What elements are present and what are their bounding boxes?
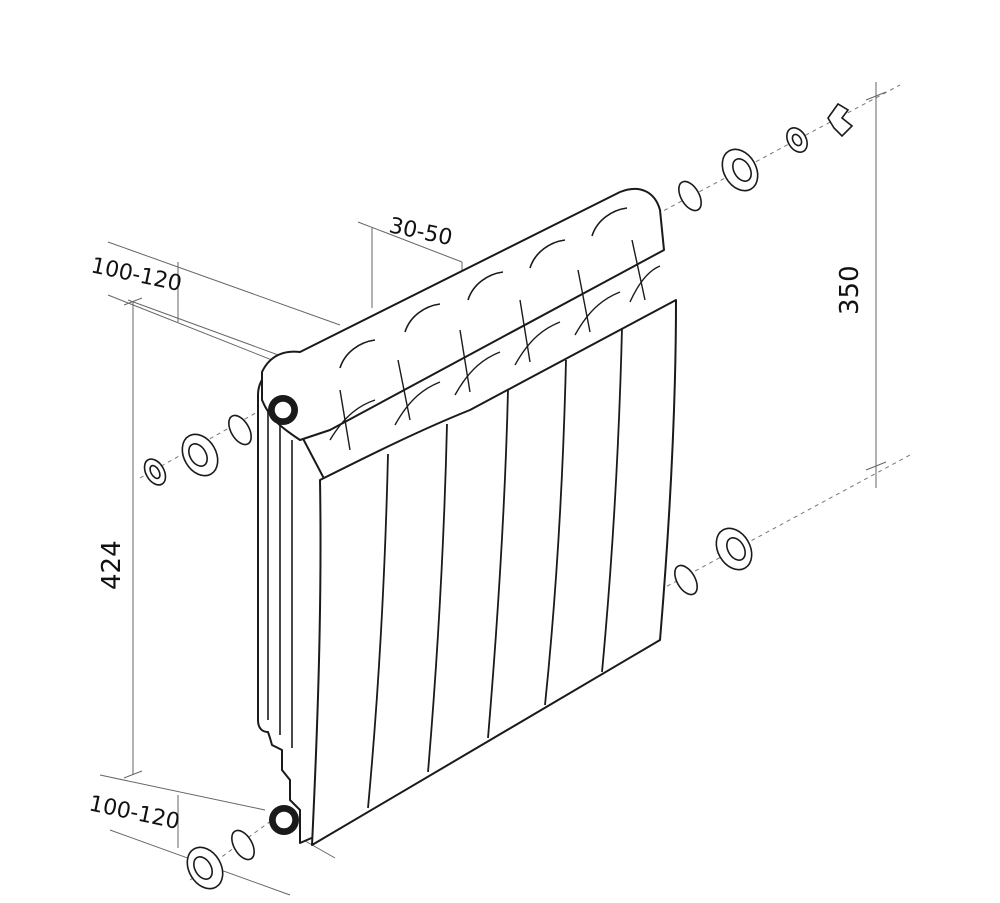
fittings bbox=[143, 102, 854, 890]
radiator-body bbox=[257, 187, 677, 846]
axis-distance-label: 350 bbox=[835, 265, 865, 315]
bottom-depth-label: 100-120 bbox=[87, 791, 182, 835]
total-height-label: 424 bbox=[97, 540, 127, 590]
top-depth-label: 100-120 bbox=[89, 253, 184, 297]
wall-gap-label: 30-50 bbox=[387, 213, 455, 251]
